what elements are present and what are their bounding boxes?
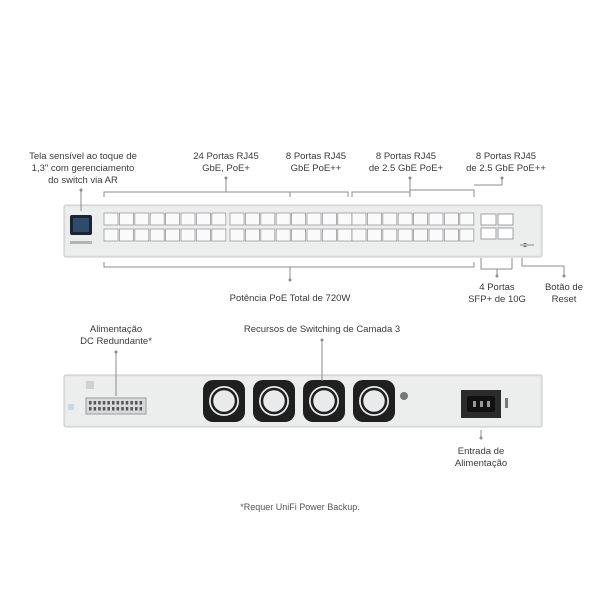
rj45-port: [428, 212, 444, 226]
dc-connector-pin: [135, 407, 138, 411]
rj45-port: [195, 212, 211, 226]
front-callout-lines: [80, 178, 565, 280]
rj45-port: [229, 212, 245, 226]
rj45-port: [229, 228, 245, 242]
dc-connector-pin: [98, 401, 101, 405]
rj45-port: [306, 228, 322, 242]
switch-rear-panel: [63, 374, 543, 428]
rj45-port: [428, 228, 444, 242]
rj45-port: [244, 212, 260, 226]
rj45-port: [149, 228, 165, 242]
rj45-port: [134, 212, 150, 226]
dc-connector-pin: [130, 401, 133, 405]
dc-connector-pin: [102, 401, 106, 405]
rj45-port: [291, 228, 307, 242]
dc-connector-pin: [93, 407, 97, 411]
rj45-port: [244, 228, 260, 242]
switch-front-panel: [63, 204, 543, 258]
dc-connector-pin: [112, 401, 115, 405]
rj45-port: [459, 212, 475, 226]
fan: [303, 380, 345, 422]
rj45-port: [351, 228, 367, 242]
dc-connector-pin: [125, 407, 129, 411]
dc-connector-pin: [98, 407, 101, 411]
rj45-port: [351, 212, 367, 226]
rj45-port: [443, 228, 459, 242]
rj45-port: [275, 228, 291, 242]
dc-connector-pin: [102, 407, 106, 411]
rj45-port: [337, 228, 353, 242]
dc-connector-pin: [107, 407, 110, 411]
rj45-port: [149, 212, 165, 226]
dc-power-connector: [85, 397, 147, 415]
dc-connector-pin: [139, 401, 143, 405]
footnote: *Requer UniFi Power Backup.: [240, 502, 360, 512]
dc-connector-pin: [93, 401, 97, 405]
rj45-port: [366, 228, 382, 242]
rj45-port: [260, 228, 276, 242]
rj45-port: [306, 212, 322, 226]
rj45-port: [119, 212, 134, 226]
rj45-port: [337, 212, 353, 226]
rj45-port: [165, 212, 181, 226]
rj45-port: [291, 212, 307, 226]
rj45-port: [180, 212, 196, 226]
rj45-port: [413, 212, 429, 226]
rj45-port: [275, 212, 291, 226]
rj45-port: [103, 212, 119, 226]
dc-connector-pin: [89, 401, 92, 405]
rj45-port: [397, 228, 413, 242]
rj45-port: [134, 228, 150, 242]
rj45-port: [397, 212, 413, 226]
rj45-port: [211, 228, 227, 242]
rj45-port: [119, 228, 134, 242]
rj45-port-grid: [103, 212, 475, 242]
dc-connector-pin: [125, 401, 129, 405]
cooling-fans: [203, 380, 395, 422]
rj45-port: [180, 228, 196, 242]
rj45-port: [382, 228, 398, 242]
fan: [353, 380, 395, 422]
rj45-port: [260, 212, 276, 226]
sfp-ports: [480, 213, 514, 240]
dc-connector-pin: [116, 401, 120, 405]
rj45-port: [413, 228, 429, 242]
dc-connector-pin: [107, 401, 110, 405]
dc-connector-pin: [121, 401, 124, 405]
rj45-port: [165, 228, 181, 242]
dc-connector-pin: [121, 407, 124, 411]
rj45-port: [382, 212, 398, 226]
rj45-port: [459, 228, 475, 242]
dc-connector-pin: [116, 407, 120, 411]
dc-connector-pin: [89, 407, 92, 411]
rj45-port: [321, 228, 337, 242]
rj45-port: [211, 212, 227, 226]
dc-connector-pin: [112, 407, 115, 411]
dc-connector-pin: [130, 407, 133, 411]
dc-connector-pin: [135, 401, 138, 405]
label-layer3: Recursos de Switching de Camada 3: [243, 324, 401, 335]
rj45-port: [195, 228, 211, 242]
rj45-port: [443, 212, 459, 226]
label-poe-total: Potência PoE Total de 720W: [229, 293, 351, 304]
rj45-port: [366, 212, 382, 226]
ubiquiti-logo: [400, 392, 408, 400]
dc-connector-pin: [139, 407, 143, 411]
fan: [253, 380, 295, 422]
rj45-port: [321, 212, 337, 226]
rj45-port: [103, 228, 119, 242]
fan: [203, 380, 245, 422]
